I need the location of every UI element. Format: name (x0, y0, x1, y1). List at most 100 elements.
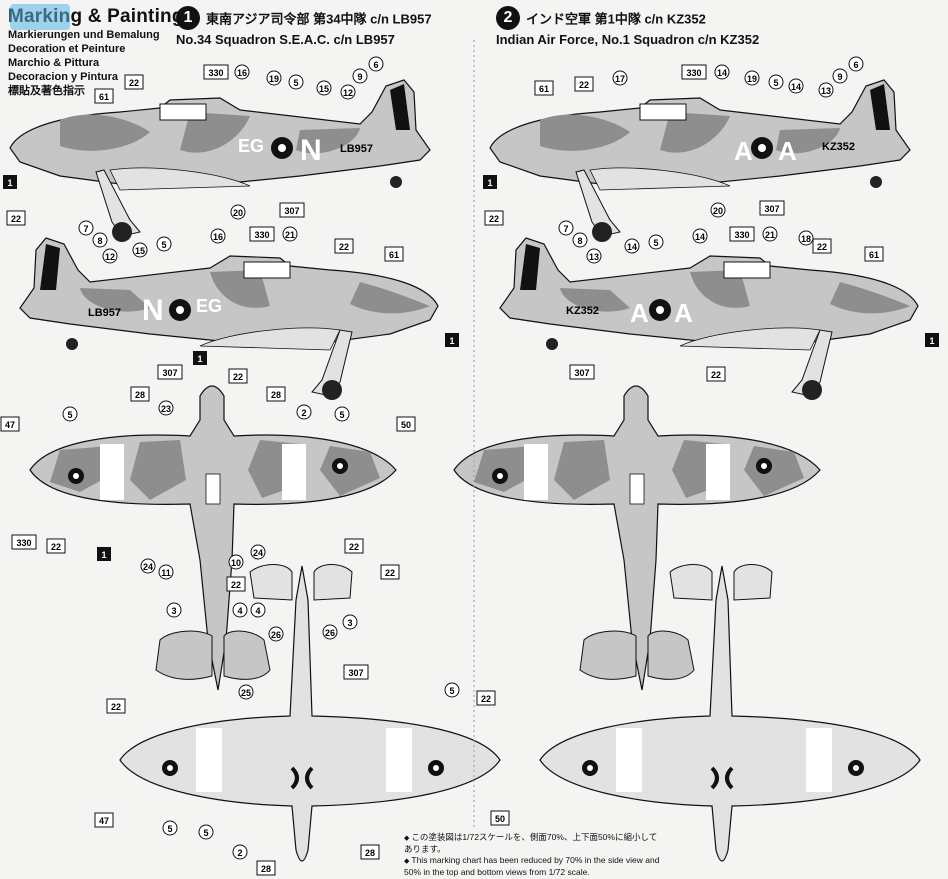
ref-marker (710, 202, 726, 218)
ref-number: 61 (99, 92, 109, 102)
ref-number: 14 (791, 82, 801, 92)
ref-number: 15 (135, 246, 145, 256)
header-sub-3: Marchio & Pittura (8, 57, 100, 69)
scheme-1-number: 1 (176, 6, 200, 30)
ref-callout: 61 (864, 246, 884, 262)
ref-callout: 3 (166, 602, 182, 618)
ref-callout: 2 (232, 844, 248, 860)
ref-marker (232, 602, 248, 618)
ref-number: 307 (764, 204, 779, 214)
marking-header: Marking & Painting Markierungen und Bema… (8, 4, 184, 98)
ref-marker (92, 232, 108, 248)
ref-number: 5 (449, 686, 454, 696)
ref-callout: 5 (156, 236, 172, 252)
ref-marker (396, 416, 416, 432)
header-sub-5: 標貼及著色指示 (8, 85, 85, 97)
ref-number: 307 (574, 368, 589, 378)
scheme-2-bottom-view (538, 562, 922, 863)
ref-marker (106, 698, 126, 714)
ref-number: 22 (579, 80, 589, 90)
ref-marker (558, 220, 574, 236)
ref-marker (94, 88, 114, 104)
ref-callout: 5 (444, 682, 460, 698)
ref-number: 18 (801, 234, 811, 244)
ref-callout: 1 (3, 175, 17, 189)
ref-callout: 21 (762, 226, 778, 242)
ref-marker (268, 626, 284, 642)
scale-note: この塗装図は1/72スケールを、側面70%、上下面50%に縮小してあります。 T… (404, 832, 664, 878)
ref-number: 12 (343, 88, 353, 98)
ref-number: 61 (389, 250, 399, 260)
scheme-2-serial-b: KZ352 (566, 305, 599, 317)
ref-marker (334, 238, 354, 254)
ref-callout: 307 (569, 364, 595, 380)
ref-marker (157, 364, 183, 380)
ref-callout: 5 (162, 820, 178, 836)
scheme-1-serial-b: LB957 (88, 307, 121, 319)
ref-marker (484, 210, 504, 226)
ref-callout: 330 (729, 226, 755, 242)
ref-callout: 22 (6, 210, 26, 226)
ref-number: 307 (348, 668, 363, 678)
ref-callout: 5 (198, 824, 214, 840)
ref-callout: 3 (342, 614, 358, 630)
ref-marker (344, 538, 364, 554)
ref-number: 2 (301, 408, 306, 418)
ref-marker (158, 400, 174, 416)
ref-number: 26 (271, 630, 281, 640)
ref-marker (612, 70, 628, 86)
ref-marker (569, 364, 595, 380)
ref-marker (572, 232, 588, 248)
ref-marker (288, 74, 304, 90)
ref-callout: 22 (380, 564, 400, 580)
ref-callout: 15 (316, 80, 332, 96)
ref-callout: 22 (106, 698, 126, 714)
ref-marker (360, 844, 380, 860)
ref-number: 22 (339, 242, 349, 252)
ref-callout: 330 (203, 64, 229, 80)
ref-number: 10 (231, 558, 241, 568)
watermark-logo (10, 4, 70, 30)
scheme-1-serial: LB957 (340, 143, 373, 155)
ref-callout: 307 (759, 200, 785, 216)
ref-callout: 50 (396, 416, 416, 432)
ref-number: 5 (653, 238, 658, 248)
ref-callout: 11 (158, 564, 174, 580)
ref-callout: 22 (574, 76, 594, 92)
ref-callout: 5 (768, 74, 784, 90)
ref-number: 61 (539, 84, 549, 94)
ref-marker (6, 210, 26, 226)
ref-callout: 13 (818, 82, 834, 98)
ref-marker (296, 404, 312, 420)
ref-callout: 307 (343, 664, 369, 680)
ref-number: 3 (171, 606, 176, 616)
ref-number: 21 (285, 230, 295, 240)
ref-marker (46, 538, 66, 554)
ref-marker (384, 246, 404, 262)
scheme-1-code-right-b: N (142, 294, 164, 327)
ref-number: 61 (869, 250, 879, 260)
header-sub-1: Markierungen und Bemalung (8, 29, 160, 41)
ref-callout: 22 (226, 576, 246, 592)
ref-number: 28 (365, 848, 375, 858)
ref-number: 28 (271, 390, 281, 400)
ref-number: 5 (339, 410, 344, 420)
ref-marker (762, 226, 778, 242)
ref-number: 16 (237, 68, 247, 78)
ref-marker (812, 238, 832, 254)
ref-callout: 28 (266, 386, 286, 402)
ref-marker (238, 684, 254, 700)
ref-marker (3, 175, 17, 189)
ref-callout: 20 (230, 204, 246, 220)
ref-callout: 19 (744, 70, 760, 86)
ref-number: 14 (717, 68, 727, 78)
ref-callout: 18 (798, 230, 814, 246)
scale-note-jp: この塗装図は1/72スケールを、側面70%、上下面50%に縮小してあります。 (404, 832, 664, 855)
scheme-2-code-right: A (778, 136, 797, 166)
ref-marker (624, 238, 640, 254)
ref-callout: 10 (228, 554, 244, 570)
ref-number: 13 (589, 252, 599, 262)
ref-number: 17 (615, 74, 625, 84)
ref-number: 22 (111, 702, 121, 712)
ref-number: 47 (99, 816, 109, 826)
